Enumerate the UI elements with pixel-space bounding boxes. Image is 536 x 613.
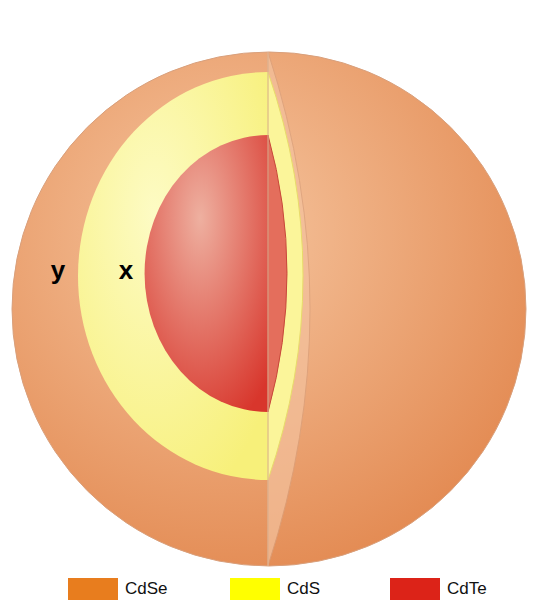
legend-text: CdTe	[447, 579, 487, 599]
legend-swatch	[230, 578, 280, 600]
legend-item: CdS	[230, 578, 320, 600]
legend-swatch	[390, 578, 440, 600]
cdse-shell	[12, 52, 526, 566]
cdte-core	[145, 135, 268, 412]
legend-item: CdSe	[68, 578, 168, 600]
cut-face-middle	[268, 72, 303, 480]
cut-face-core	[268, 135, 287, 412]
legend-text: CdS	[287, 579, 320, 599]
radius-label: y	[51, 257, 65, 283]
cut-line	[268, 52, 269, 566]
legend-item: CdTe	[390, 578, 487, 600]
radius-label: x	[119, 257, 133, 283]
legend-text: CdSe	[125, 579, 168, 599]
cds-shell	[78, 72, 268, 480]
legend-swatch	[68, 578, 118, 600]
cut-face-outer	[268, 52, 310, 566]
